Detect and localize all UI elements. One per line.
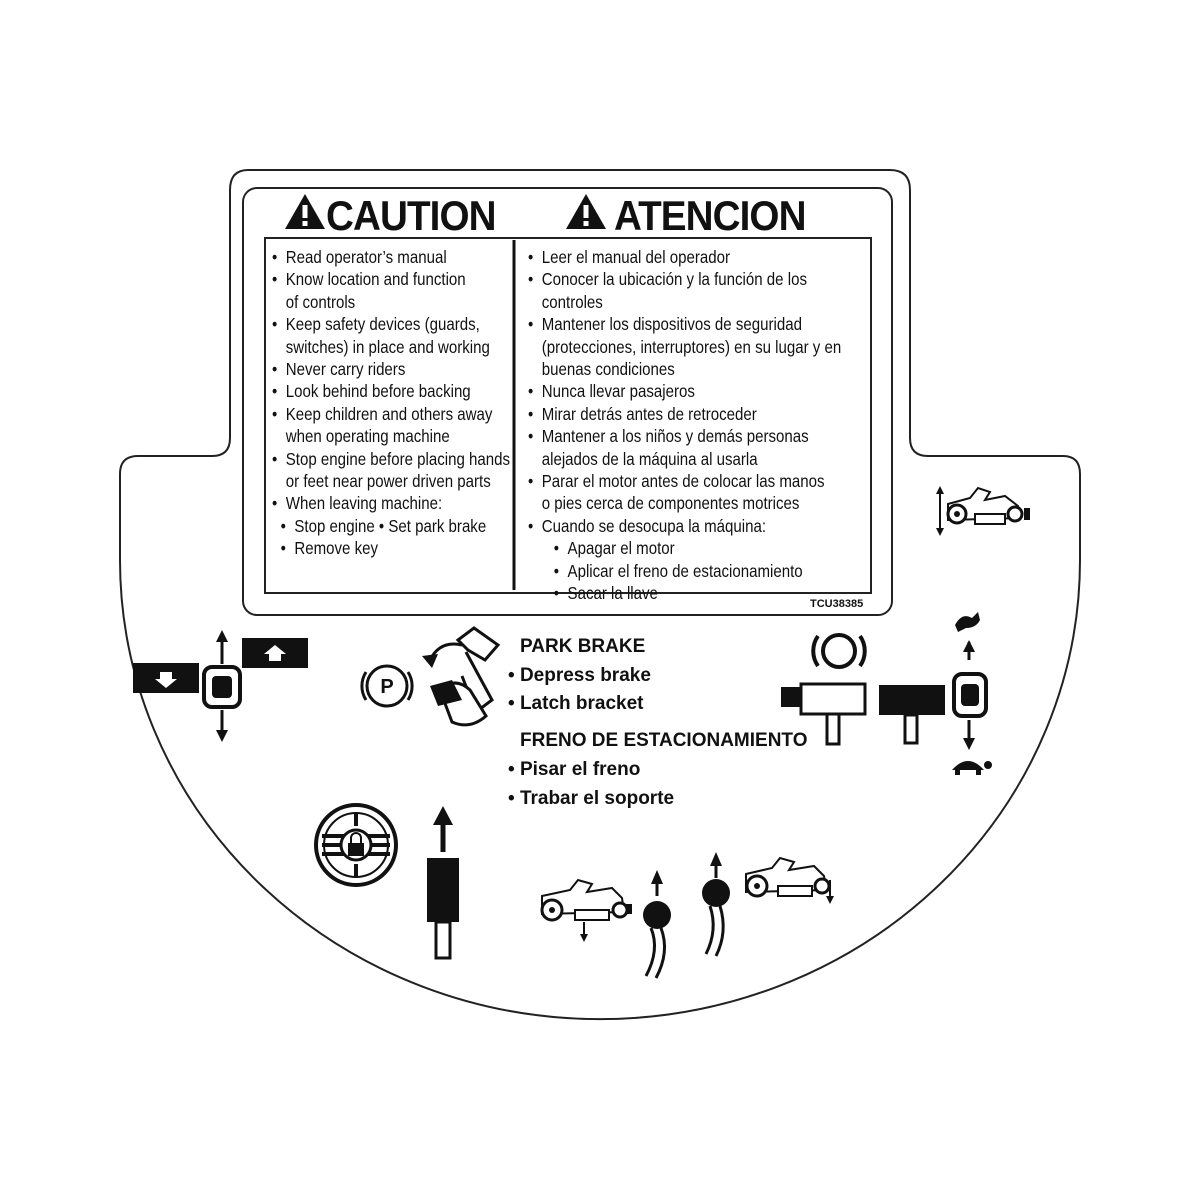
mower-deck-raise-icon — [702, 852, 834, 957]
decal-outline — [119, 169, 1081, 1021]
throttle-fast-rabbit-icon — [952, 612, 988, 750]
list-subitem: Aplicar el freno de estacionamiento — [528, 560, 841, 583]
list-item-continuation: of controls — [285, 291, 356, 312]
list-item: Parar el motor antes de colocar las mano… — [528, 470, 841, 493]
list-item: Stop engine before placing hands — [272, 448, 510, 471]
list-subitem: Stop engine • Set park brake — [272, 515, 510, 538]
cruise-control-icon — [781, 633, 945, 746]
list-item: Leer el manual del operador — [528, 246, 841, 269]
atencion-heading: ATENCION — [614, 192, 806, 239]
list-item: Conocer la ubicación y la función de los — [528, 268, 841, 291]
list-item: Keep safety devices (guards, — [272, 313, 510, 336]
list-item-continuation: controles — [541, 291, 603, 312]
mower-deck-lower-icon — [540, 870, 671, 979]
list-item: Mantener los dispositivos de seguridad — [528, 313, 841, 336]
caution-english-list: Read operator’s manualKnow location and … — [272, 246, 510, 560]
svg-text:P: P — [380, 676, 393, 698]
list-item: Keep children and others away — [272, 403, 510, 426]
list-item-continuation: o pies cerca de componentes motrices — [541, 493, 800, 514]
list-item: Never carry riders — [272, 358, 510, 381]
list-item: When leaving machine: — [272, 492, 510, 515]
list-item: Nunca llevar pasajeros — [528, 380, 841, 403]
park-brake-step: • Depress brake — [508, 665, 651, 686]
caution-heading: CAUTION — [326, 192, 497, 239]
list-subitem: Sacar la llave — [528, 582, 841, 605]
list-item: Look behind before backing — [272, 380, 510, 403]
freno-step: • Trabar el soporte — [508, 788, 675, 809]
list-item: Cuando se desocupa la máquina: — [528, 515, 841, 538]
part-number: TCU38385 — [810, 598, 864, 610]
throttle-slow-turtle-icon — [952, 761, 992, 775]
list-item: Know location and function — [272, 268, 510, 291]
list-subitem: Remove key — [272, 537, 510, 560]
list-item-continuation: or feet near power driven parts — [285, 471, 491, 492]
deck-lift-icon — [133, 630, 308, 742]
warning-triangle-icon — [566, 194, 606, 229]
list-item: Read operator’s manual — [272, 246, 510, 269]
list-item: Mantener a los niños y demás personas — [528, 425, 841, 448]
caution-panel — [242, 187, 893, 616]
park-brake-pedal-icon: P — [360, 626, 501, 727]
list-item-continuation: switches) in place and working — [285, 336, 490, 357]
warning-triangle-icon — [285, 194, 325, 229]
list-item-continuation: alejados de la máquina al usarla — [541, 448, 758, 469]
differential-lock-icon — [314, 803, 398, 887]
list-item-continuation: (protecciones, interruptores) en su luga… — [541, 336, 842, 357]
list-item-continuation: when operating machine — [285, 426, 450, 447]
freno-step: • Pisar el freno — [508, 759, 641, 780]
freno-title: FRENO DE ESTACIONAMIENTO — [520, 730, 808, 751]
decal-bowl — [52, 458, 70, 476]
list-item: Mirar detrás antes de retroceder — [528, 403, 841, 426]
park-brake-step: • Latch bracket — [508, 693, 644, 714]
park-brake-title: PARK BRAKE — [520, 636, 646, 657]
list-item-continuation: buenas condiciones — [541, 359, 675, 380]
list-subitem: Apagar el motor — [528, 537, 841, 560]
lift-lever-icon — [427, 806, 459, 960]
mower-deck-icon — [936, 486, 1030, 536]
caution-spanish-list: Leer el manual del operadorConocer la ub… — [528, 246, 841, 605]
